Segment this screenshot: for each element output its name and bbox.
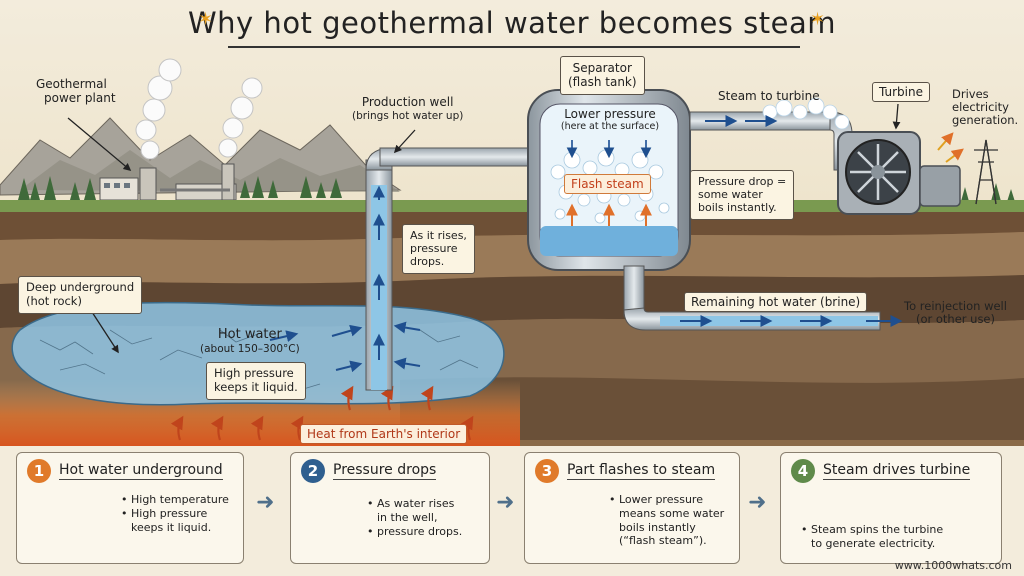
step-1-bullet: High temperature (121, 493, 229, 507)
pressure-drop-line1: Pressure drop = (698, 175, 787, 188)
as-it-rises-box: As it rises, pressure drops. (402, 224, 475, 274)
step-1-title: Hot water underground (59, 462, 223, 480)
step-arrow-3-icon: ➜ (748, 490, 767, 515)
step-1-number: 1 (27, 459, 51, 483)
production-well-line2: (brings hot water up) (352, 109, 464, 122)
step-3-bullets: Lower pressure means some water boils in… (609, 493, 724, 548)
power-plant (99, 58, 263, 201)
title-sparkle-right-icon: ✶ (810, 9, 826, 30)
plant-label-line1: Geothermal (36, 77, 107, 91)
step-2-bullet: in the well, (377, 510, 438, 524)
deep-underground-line2: (hot rock) (26, 293, 82, 308)
plant-label: Geothermal power plant (36, 77, 116, 106)
step-4-number: 4 (791, 459, 815, 483)
as-it-rises-line2: pressure (410, 242, 458, 256)
heat-label: Heat from Earth's interior (300, 424, 468, 445)
title-underline (228, 46, 800, 48)
site-credit: www.1000whats.com (894, 559, 1012, 572)
step-1-bullet: keeps it liquid. (131, 520, 212, 534)
flash-steam-label: Flash steam (564, 174, 651, 195)
production-well-label: Production well (brings hot water up) (352, 95, 464, 122)
step-1-panel: 1 Hot water underground High temperature… (16, 452, 244, 564)
reinjection-line1: To reinjection well (904, 299, 1007, 313)
hot-water-line2: (about 150–300°C) (200, 342, 300, 355)
drives-line1: Drives (952, 87, 989, 101)
step-2-number: 2 (301, 459, 325, 483)
separator-line1: Separator (572, 61, 632, 75)
reinjection-line2: (or other use) (915, 312, 995, 327)
step-4-bullet: Steam spins the turbine (801, 523, 943, 537)
pressure-drop-line3: boils instantly. (698, 201, 777, 215)
drives-line3: generation. (952, 113, 1019, 128)
step-4-title: Steam drives turbine (823, 462, 971, 480)
reservoir-inflow-arrows (269, 321, 421, 373)
drives-line2: electricity (952, 100, 1009, 115)
turbine (837, 131, 961, 215)
drives-label: Drives electricity generation. (952, 87, 1019, 128)
callout-leaders (67, 103, 901, 354)
separator-label: Separator (flash tank) (560, 56, 645, 95)
step-4-panel: 4 Steam drives turbine Steam spins the t… (780, 452, 1002, 564)
hot-water-line1: Hot water (217, 327, 282, 342)
pylon (974, 139, 998, 205)
step-arrow-1-icon: ➜ (256, 490, 275, 515)
step-3-bullet: boils instantly (619, 520, 696, 534)
deep-underground-line1: Deep underground (26, 280, 135, 294)
step-2-panel: 2 Pressure drops As water rises in the w… (290, 452, 490, 564)
step-3-title: Part flashes to steam (567, 462, 716, 480)
turbine-label: Turbine (872, 82, 930, 103)
remaining-water-label: Remaining hot water (brine) (684, 292, 868, 313)
step-4-bullets: Steam spins the turbine to generate elec… (801, 523, 943, 551)
step-3-panel: 3 Part flashes to steam Lower pressure m… (524, 452, 740, 564)
page-title: Why hot geothermal water becomes steam (188, 6, 836, 40)
as-it-rises-line3: drops. (410, 255, 445, 269)
hot-water-label: Hot water (about 150–300°C) (200, 327, 300, 355)
reinjection-label: To reinjection well (or other use) (904, 299, 1007, 327)
high-pressure-line1: High pressure (214, 366, 294, 380)
brine-pipe (623, 265, 903, 331)
step-3-bullet: Lower pressure (609, 493, 724, 507)
step-arrow-2-icon: ➜ (496, 490, 515, 515)
separator-line2: (flash tank) (568, 75, 637, 90)
step-3-bullet: (“flash steam”). (619, 534, 707, 548)
lower-pressure-line2: (here at the surface) (560, 120, 660, 132)
lower-pressure-line1: Lower pressure (564, 107, 656, 121)
high-pressure-line2: keeps it liquid. (214, 379, 298, 394)
step-4-bullet: to generate electricity. (811, 536, 936, 550)
step-3-bullet: means some water (619, 506, 725, 520)
high-pressure-box: High pressure keeps it liquid. (206, 362, 306, 400)
step-1-bullet: High pressure (121, 507, 229, 521)
pressure-drop-line2: some water (698, 188, 763, 202)
as-it-rises-line1: As it rises, (410, 229, 467, 242)
step-2-bullet: As water rises (367, 497, 462, 511)
step-2-bullet: pressure drops. (367, 525, 462, 539)
plant-steam-plumes (135, 58, 263, 160)
deep-underground-box: Deep underground (hot rock) (18, 276, 143, 314)
electricity-arrows (937, 132, 964, 163)
pressure-drop-box: Pressure drop = some water boils instant… (690, 170, 795, 220)
lower-pressure-label: Lower pressure (here at the surface) (560, 107, 660, 133)
step-1-bullets: High temperature High pressure keeps it … (121, 493, 229, 534)
title-sparkle-left-icon: ✶ (198, 9, 214, 30)
step-2-bullets: As water rises in the well, pressure dro… (367, 497, 462, 538)
steam-to-turbine-label: Steam to turbine (718, 89, 820, 103)
plant-label-line2: power plant (44, 90, 116, 105)
step-2-title: Pressure drops (333, 462, 437, 480)
production-well-line1: Production well (361, 95, 454, 109)
step-3-number: 3 (535, 459, 559, 483)
